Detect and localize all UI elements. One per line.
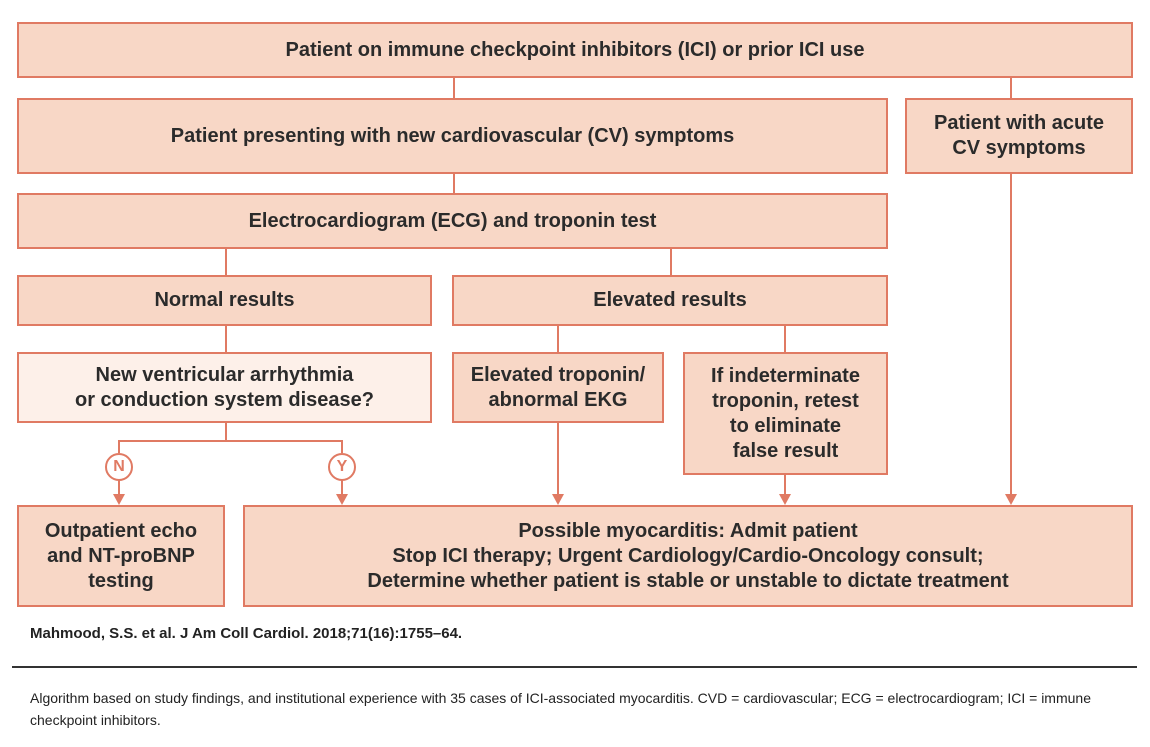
arrowhead-indeterminate-to-myocarditis [779,494,791,505]
connector-elevated-to-indeterminate [784,324,786,353]
connector-branch-n [118,440,120,453]
arrhythmia-question-box: New ventricular arrhythmia or conduction… [17,352,432,423]
yes-branch-label: Y [328,453,356,481]
connector-elevated-to-troponin [557,324,559,353]
connector-indeterminate-to-myocarditis [784,473,786,494]
connector-n-to-outpatient [118,480,120,494]
connector-y-to-myocarditis [341,480,343,494]
connector-acute-to-myocarditis [1010,172,1012,494]
divider [12,666,1137,668]
connector-troponin-to-myocarditis [557,421,559,494]
connector-top-to-new-cv [453,76,455,99]
connector-arrhythmia-down [225,421,227,441]
indeterminate-troponin-box: If indeterminate troponin, retest to eli… [683,352,888,475]
connector-branch-horizontal [118,440,343,442]
arrowhead-troponin-to-myocarditis [552,494,564,505]
arrowhead-to-outpatient [113,494,125,505]
no-branch-label: N [105,453,133,481]
arrowhead-acute-to-myocarditis [1005,494,1017,505]
acute-cv-symptoms-box: Patient with acute CV symptoms [905,98,1133,174]
new-cv-symptoms-box: Patient presenting with new cardiovascul… [17,98,888,174]
connector-normal-to-arrhythmia [225,324,227,353]
connector-new-cv-to-ecg [453,172,455,194]
normal-results-box: Normal results [17,275,432,326]
ecg-troponin-test-box: Electrocardiogram (ECG) and troponin tes… [17,193,888,249]
top-box-ici-patient: Patient on immune checkpoint inhibitors … [17,22,1133,78]
figure-caption: Algorithm based on study findings, and i… [30,690,1091,728]
connector-branch-y [341,440,343,453]
elevated-troponin-box: Elevated troponin/ abnormal EKG [452,352,664,423]
connector-ecg-to-normal [225,247,227,276]
connector-ecg-to-elevated [670,247,672,276]
connector-top-to-acute-cv [1010,76,1012,99]
possible-myocarditis-box: Possible myocarditis: Admit patient Stop… [243,505,1133,607]
elevated-results-box: Elevated results [452,275,888,326]
arrowhead-y-to-myocarditis [336,494,348,505]
outpatient-echo-box: Outpatient echo and NT-proBNP testing [17,505,225,607]
citation: Mahmood, S.S. et al. J Am Coll Cardiol. … [30,625,463,642]
